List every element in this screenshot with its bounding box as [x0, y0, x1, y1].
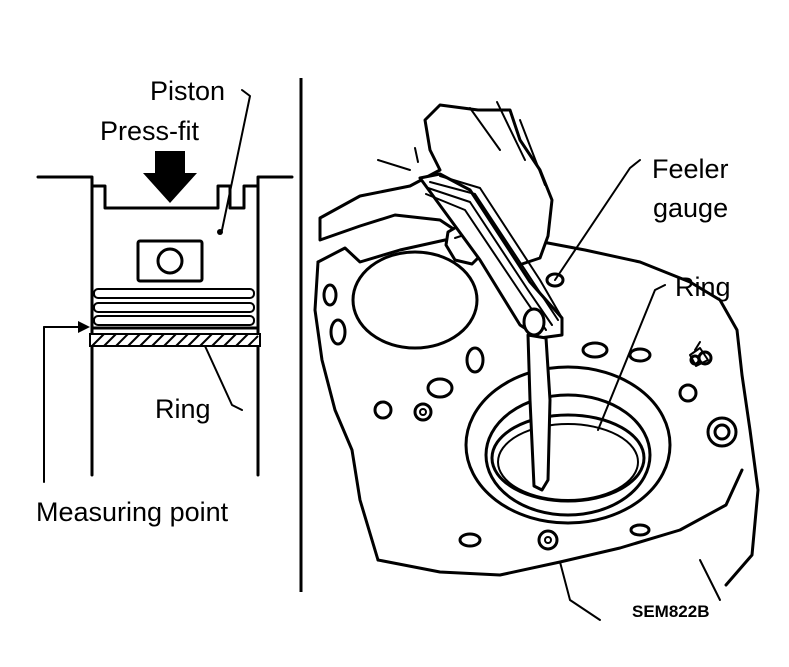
piston-leader [221, 89, 251, 231]
feeler-gauge-label-line2: gauge [653, 193, 728, 223]
feeler-gauge [418, 172, 564, 492]
press-fit-label: Press-fit [100, 116, 200, 146]
cylinder-block [313, 234, 760, 621]
ring-label-right: Ring [675, 272, 731, 302]
piston [90, 184, 260, 330]
feeler-gauge-label-line1: Feeler [652, 154, 729, 184]
measuring-point-label: Measuring point [36, 497, 229, 527]
figure-code: SEM822B [632, 602, 709, 621]
cylinder-bore [464, 365, 672, 525]
ring-leader-right [597, 284, 666, 431]
piston-ring-in-bore [490, 413, 646, 503]
cylinder-cross-section [36, 89, 294, 483]
measuring-point-leader [43, 321, 90, 483]
feeler-leader [554, 159, 641, 281]
ring-label-left: Ring [155, 394, 211, 424]
press-fit-arrow [143, 151, 197, 203]
ring-section [89, 333, 261, 347]
ring-leader-left [204, 345, 243, 411]
piston-label: Piston [150, 76, 225, 106]
